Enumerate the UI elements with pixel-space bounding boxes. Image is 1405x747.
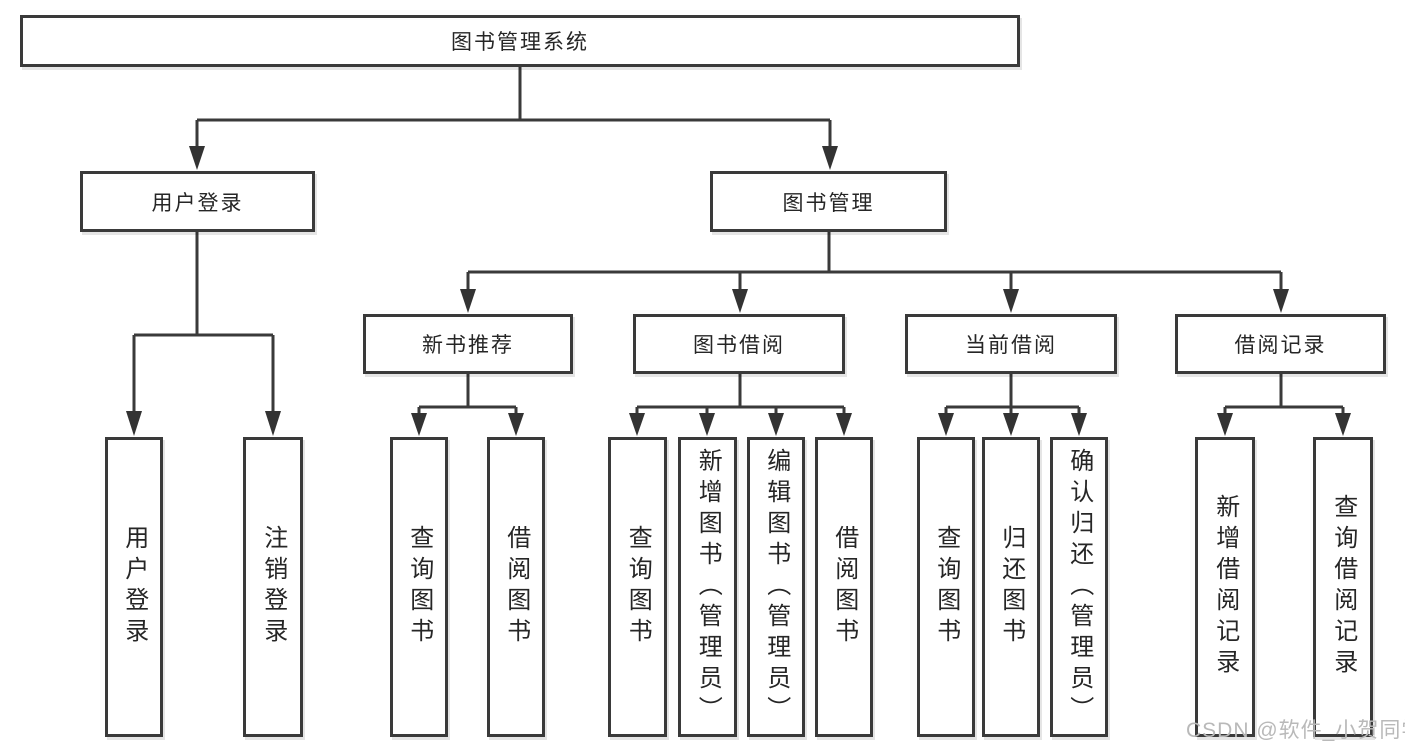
node-library-management-system: 图书管理系统 <box>20 15 1020 67</box>
leaf-label: 归还图书 <box>997 525 1025 649</box>
leaf-label: 用户登录 <box>120 525 148 649</box>
leaf-label: 查询图书 <box>624 525 652 649</box>
leaf-label: 注销登录 <box>259 525 287 649</box>
leaf-label: 新增借阅记录 <box>1211 494 1239 680</box>
leaf-logout: 注销登录 <box>243 437 303 737</box>
leaf-label: 编辑图书（管理员） <box>762 447 790 727</box>
leaf-query-books-2: 查询图书 <box>608 437 667 737</box>
leaf-add-books-admin: 新增图书（管理员） <box>678 437 737 737</box>
leaf-return-books: 归还图书 <box>982 437 1040 737</box>
leaf-label: 借阅图书 <box>830 525 858 649</box>
leaf-confirm-return-admin: 确认归还（管理员） <box>1050 437 1108 737</box>
node-book-borrowing: 图书借阅 <box>633 314 845 374</box>
leaf-label: 借阅图书 <box>502 525 530 649</box>
node-user-login: 用户登录 <box>80 171 315 232</box>
leaf-label: 查询借阅记录 <box>1329 494 1357 680</box>
leaf-label: 确认归还（管理员） <box>1065 447 1093 727</box>
node-book-management: 图书管理 <box>710 171 947 232</box>
leaf-query-books-3: 查询图书 <box>917 437 975 737</box>
leaf-add-borrowing-record: 新增借阅记录 <box>1195 437 1255 737</box>
leaf-query-books-1: 查询图书 <box>390 437 448 737</box>
leaf-query-borrowing-record: 查询借阅记录 <box>1313 437 1373 737</box>
csdn-watermark: CSDN @软件_小贺同学 <box>1186 719 1405 742</box>
leaf-label: 查询图书 <box>405 525 433 649</box>
node-borrowing-records: 借阅记录 <box>1175 314 1386 374</box>
leaf-label: 查询图书 <box>932 525 960 649</box>
leaf-user-login: 用户登录 <box>105 437 163 737</box>
leaf-borrow-books-2: 借阅图书 <box>815 437 873 737</box>
node-new-book-recommendation: 新书推荐 <box>363 314 573 374</box>
arrowheads <box>126 146 1351 436</box>
node-current-borrowing: 当前借阅 <box>905 314 1117 374</box>
leaf-edit-books-admin: 编辑图书（管理员） <box>747 437 805 737</box>
leaf-label: 新增图书（管理员） <box>694 447 722 727</box>
leaf-borrow-books-1: 借阅图书 <box>487 437 545 737</box>
